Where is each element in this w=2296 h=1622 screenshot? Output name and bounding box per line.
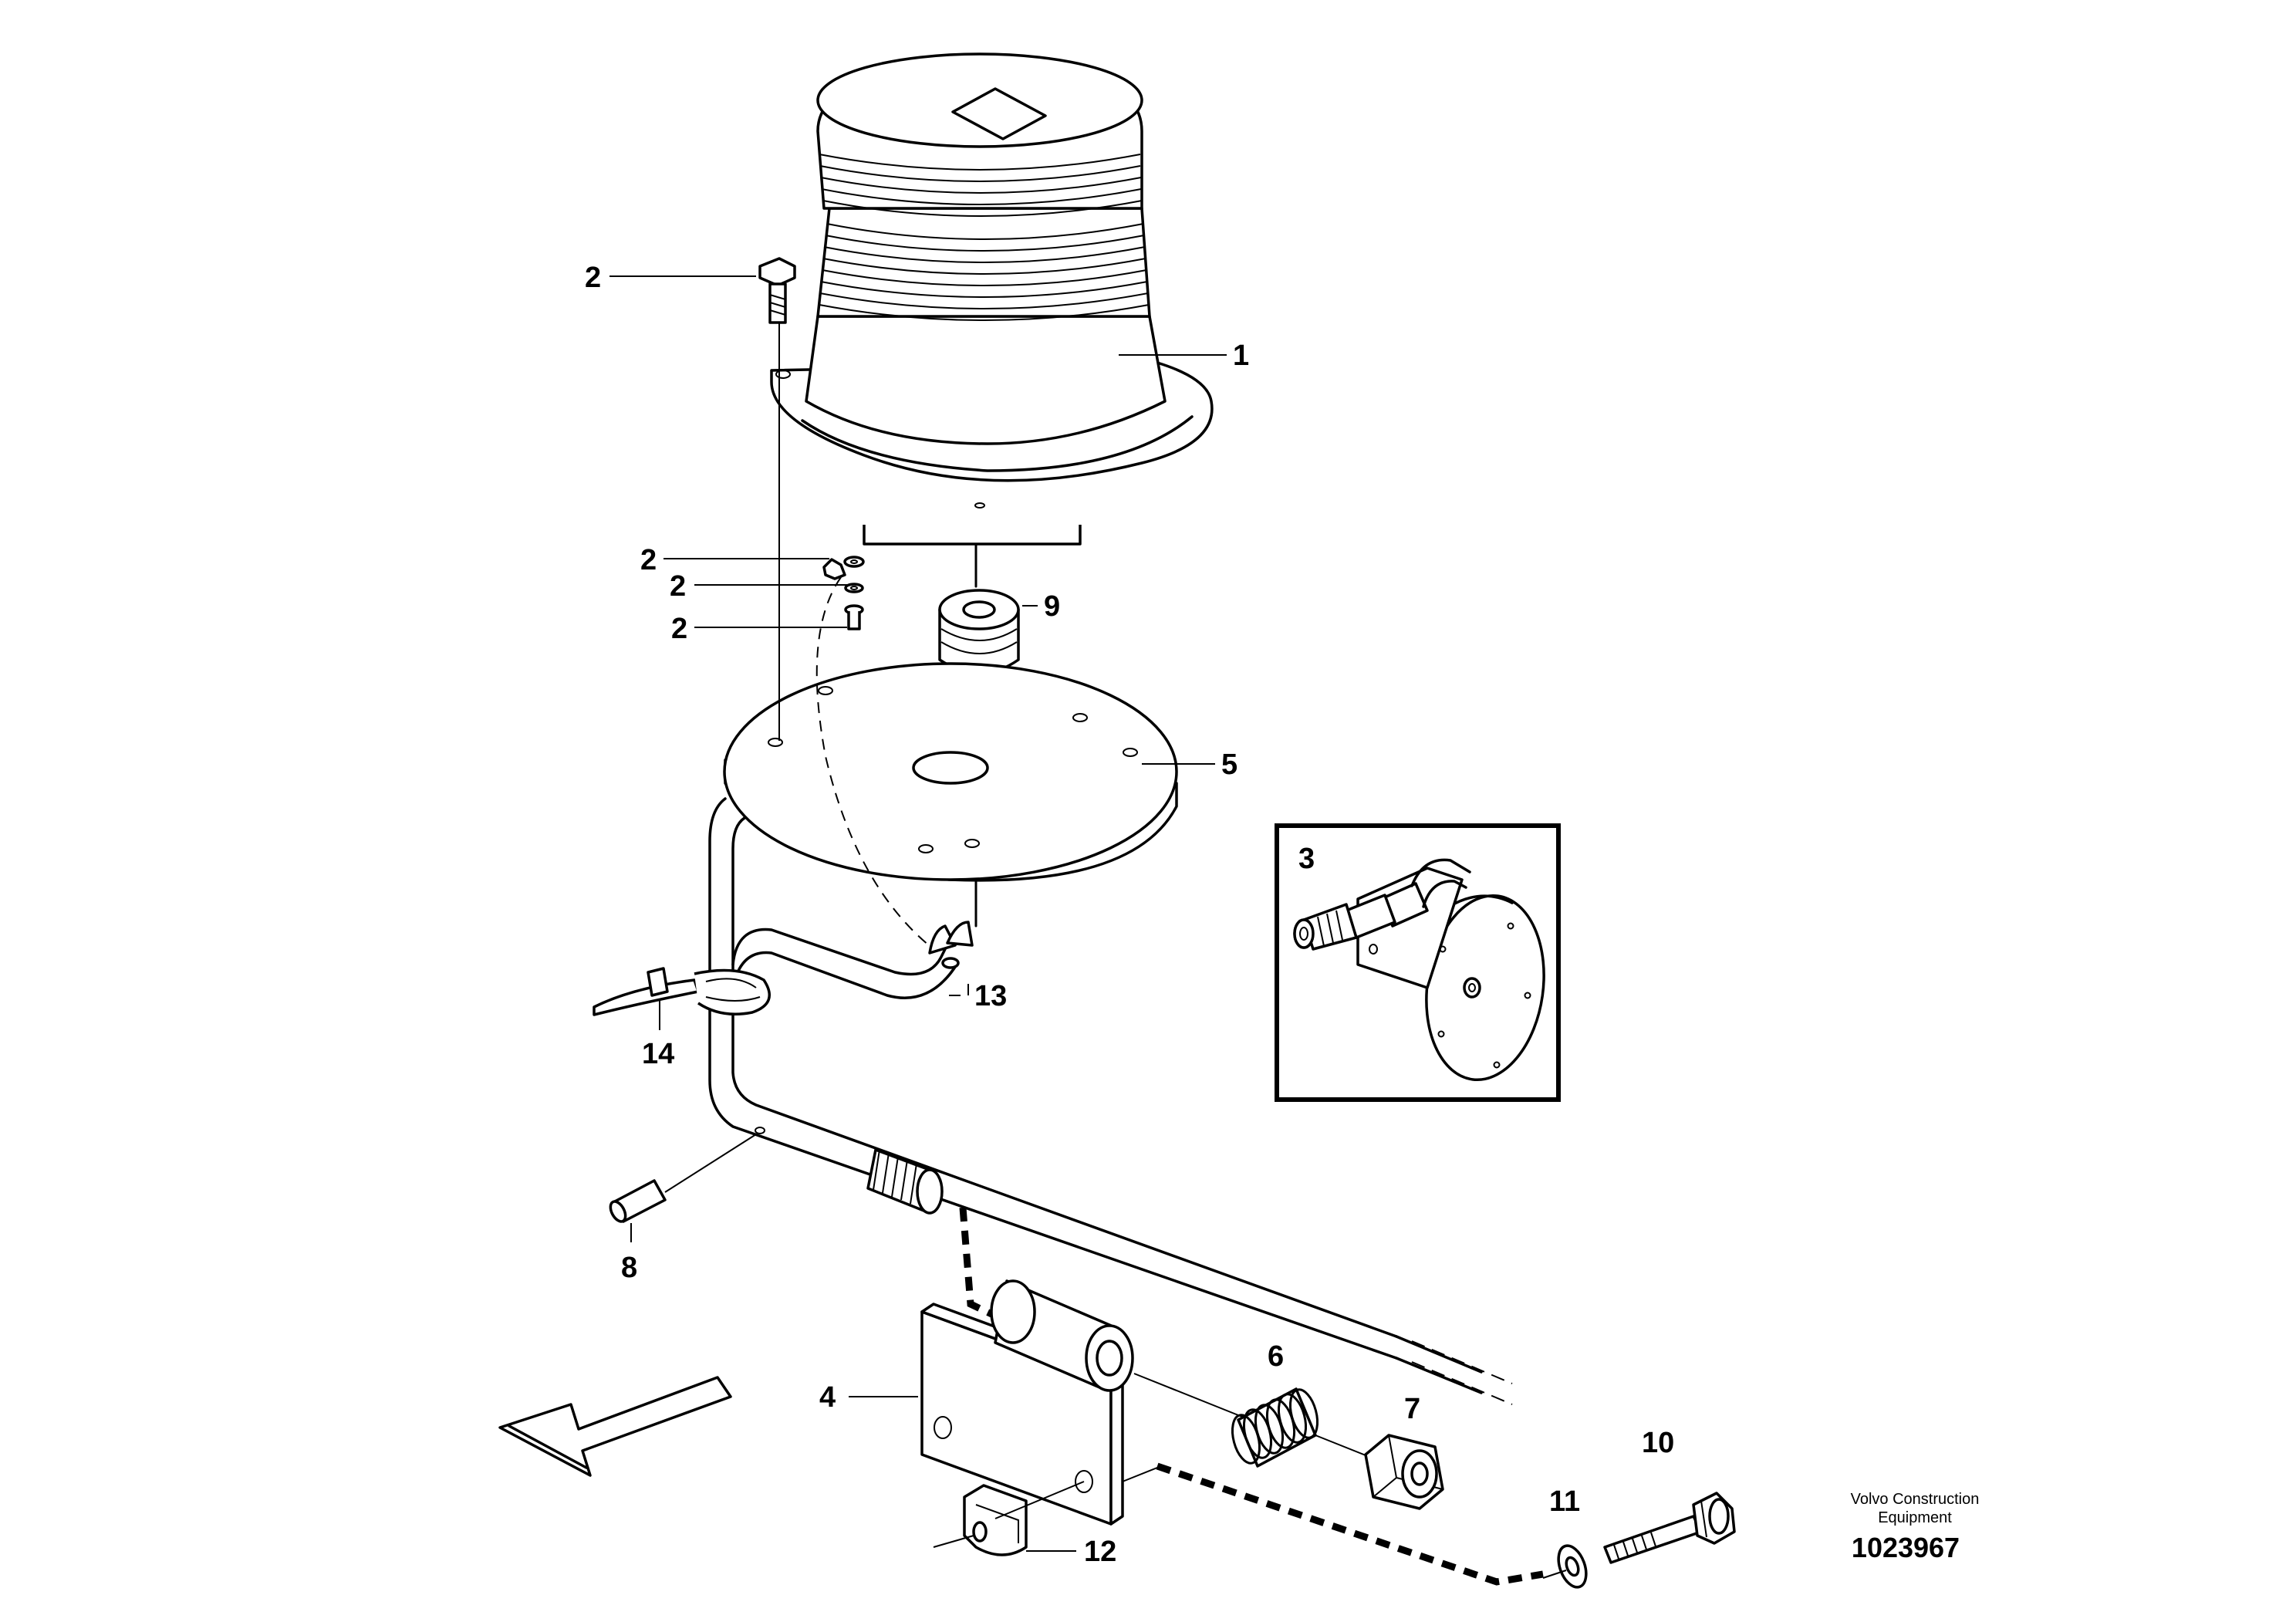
sleeve (609, 1127, 765, 1223)
ground-bolt (1603, 1492, 1736, 1564)
callout-2d: 2 (671, 613, 687, 645)
callout-13: 13 (974, 980, 1007, 1012)
grommet (938, 589, 1020, 773)
callout-7: 7 (1404, 1393, 1420, 1425)
callout-2c: 2 (670, 570, 686, 603)
publisher-credit: Volvo Construction Equipment 1023967 (1851, 1491, 1980, 1563)
clip (933, 1481, 1085, 1556)
callout-2b: 2 (640, 544, 657, 576)
beacon-lamp (770, 52, 1214, 588)
small-screw-set (822, 556, 865, 630)
callout-9: 9 (1044, 590, 1060, 623)
washer (1542, 1544, 1588, 1589)
callout-11: 11 (1549, 1485, 1580, 1518)
callout-1: 1 (1233, 340, 1249, 372)
detail-inset (1275, 823, 1561, 1102)
cable-tie (593, 967, 772, 1016)
callout-5: 5 (1221, 748, 1237, 781)
credit-line-1: Volvo Construction (1851, 1491, 1980, 1508)
callout-8: 8 (621, 1252, 637, 1284)
callout-10: 10 (1642, 1427, 1674, 1459)
flange-bolt (758, 257, 796, 324)
illustration-number: 1023967 (1852, 1532, 1960, 1563)
nut (1364, 1434, 1444, 1510)
callout-3: 3 (1298, 843, 1315, 875)
callout-6: 6 (1268, 1340, 1284, 1373)
callout-2a: 2 (585, 262, 601, 294)
callout-12: 12 (1084, 1536, 1116, 1568)
leader-lines (609, 275, 1227, 1552)
callout-14: 14 (642, 1038, 674, 1070)
direction-arrow (498, 1376, 732, 1477)
harness-spring (866, 1148, 944, 1215)
callout-labels: 1 2 2 2 2 3 4 5 6 7 8 9 10 11 12 13 14 (585, 262, 1674, 1568)
spring (1231, 1387, 1374, 1468)
credit-line-2: Equipment (1878, 1509, 1952, 1526)
callout-4: 4 (819, 1381, 836, 1414)
bracket (920, 1279, 1251, 1526)
cable-harness (708, 797, 1513, 1405)
mounting-plate (723, 662, 1178, 928)
